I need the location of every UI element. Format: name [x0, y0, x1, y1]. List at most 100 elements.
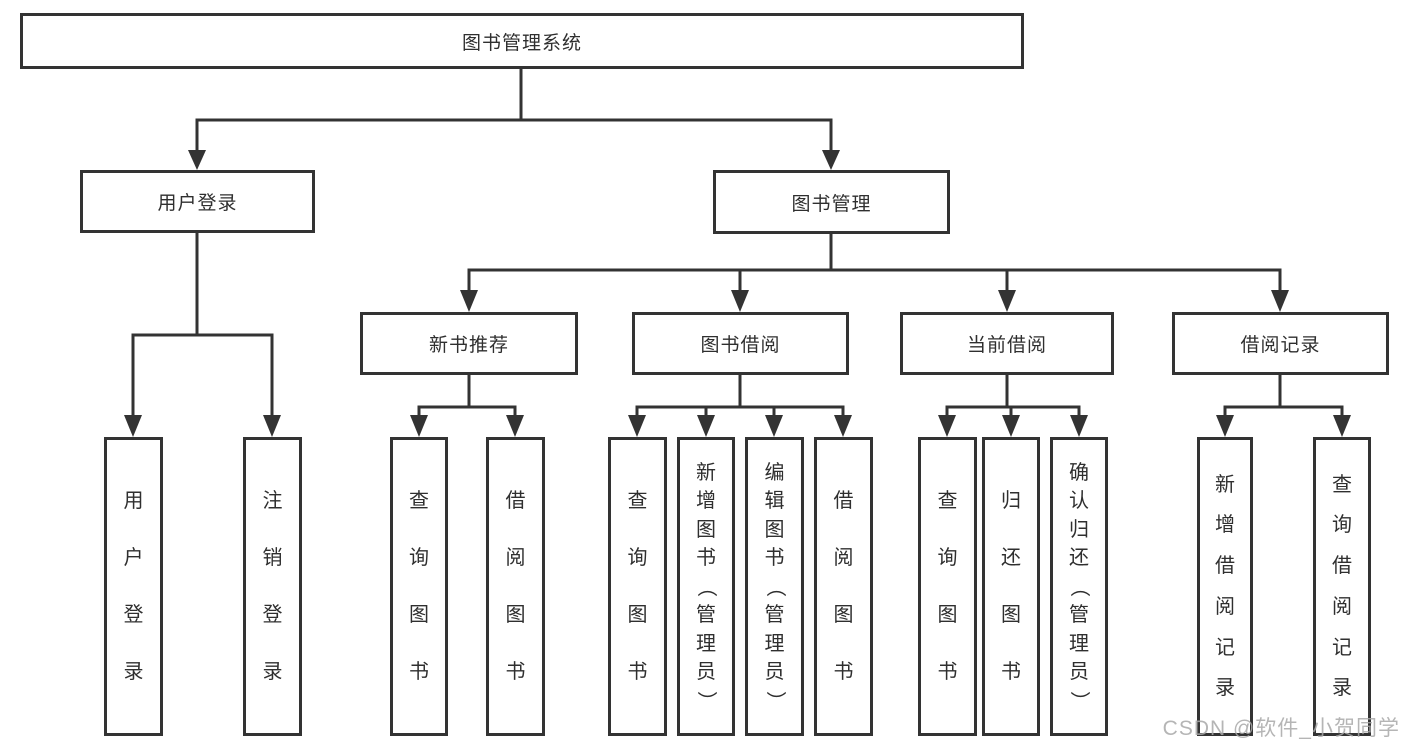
vertical-char: 查	[409, 490, 429, 512]
arrowhead	[410, 415, 428, 437]
vertical-char: 借	[1215, 555, 1235, 578]
vertical-char: 询	[409, 547, 429, 569]
vertical-char: 询	[937, 547, 958, 569]
branch-node-book-manage: 图书管理	[713, 170, 950, 234]
leaf-label: 查询借阅记录	[1316, 440, 1368, 733]
root-node-library-system: 图书管理系统	[20, 13, 1024, 69]
arrowhead	[938, 415, 956, 437]
vertical-char: 阅	[1215, 595, 1235, 618]
arrowhead	[460, 290, 478, 312]
vertical-char: 书	[505, 661, 526, 683]
vertical-char: 借	[1332, 555, 1352, 578]
arrowhead	[998, 290, 1016, 312]
leaf-label: 查询图书	[393, 440, 445, 733]
leaf-label: 查询图书	[921, 440, 974, 733]
arrowhead	[1002, 415, 1020, 437]
arrowhead	[1333, 415, 1351, 437]
vertical-char: 书	[833, 661, 854, 683]
vertical-char: 归	[1001, 490, 1021, 512]
vertical-char: 销	[262, 547, 283, 569]
vertical-char: 书	[409, 661, 429, 683]
arrowhead	[1216, 415, 1234, 437]
leaf-label: 借阅图书	[489, 440, 542, 733]
vertical-char: 管	[1069, 604, 1089, 626]
arrowhead	[506, 415, 524, 437]
arrowhead	[628, 415, 646, 437]
vertical-char: 员	[696, 661, 716, 683]
leaf-node-borrow-query-book: 查询图书	[608, 437, 667, 736]
vertical-char: 图	[833, 604, 854, 626]
connector-current-borrow	[938, 375, 1088, 437]
vertical-char: （	[1068, 576, 1090, 597]
vertical-char: 理	[1069, 632, 1089, 655]
section-node-current-borrow: 当前借阅	[900, 312, 1114, 375]
vertical-char: 查	[1332, 473, 1352, 496]
vertical-char: 归	[1069, 518, 1089, 541]
section-node-book-borrow: 图书借阅	[632, 312, 849, 375]
vertical-char: 图	[627, 604, 648, 626]
vertical-char: 还	[1001, 547, 1021, 569]
connector-user-login	[124, 233, 281, 437]
vertical-char: 录	[1215, 677, 1235, 700]
vertical-char: 书	[696, 547, 716, 569]
vertical-char: ）	[1068, 690, 1090, 711]
vertical-char: 询	[627, 547, 648, 569]
leaf-label: 新增图书（管理员）	[680, 440, 732, 733]
leaf-node-add-borrow-record: 新增借阅记录	[1197, 437, 1253, 736]
vertical-char: 理	[764, 632, 785, 655]
vertical-char: 图	[764, 518, 785, 541]
vertical-char: 登	[123, 604, 144, 626]
leaf-node-current-query-book: 查询图书	[918, 437, 977, 736]
vertical-char: 记	[1332, 636, 1352, 659]
leaf-node-borrow-borrow-book: 借阅图书	[814, 437, 873, 736]
vertical-char: 增	[1215, 514, 1235, 537]
vertical-char: （	[763, 576, 786, 597]
vertical-char: ）	[695, 690, 717, 711]
vertical-char: 记	[1215, 636, 1235, 659]
leaf-label: 借阅图书	[817, 440, 870, 733]
arrowhead	[765, 415, 783, 437]
vertical-char: 编	[764, 461, 785, 484]
vertical-char: 增	[696, 490, 716, 512]
vertical-char: 查	[627, 490, 648, 512]
vertical-char: 书	[764, 547, 785, 569]
connector-new-book	[410, 375, 524, 437]
vertical-char: 阅	[505, 547, 526, 569]
section-node-new-book: 新书推荐	[360, 312, 578, 375]
vertical-char: 书	[627, 661, 648, 683]
leaf-label: 查询图书	[611, 440, 664, 733]
vertical-char: 录	[262, 661, 283, 683]
vertical-char: 借	[505, 490, 526, 512]
vertical-char: 户	[123, 547, 144, 569]
vertical-char: 阅	[833, 547, 854, 569]
connector-book-borrow	[628, 375, 852, 437]
leaf-node-user-login: 用户登录	[104, 437, 163, 736]
leaf-node-query-borrow-record: 查询借阅记录	[1313, 437, 1371, 736]
vertical-char: 图	[937, 604, 958, 626]
vertical-char: 注	[262, 490, 283, 512]
vertical-char: 认	[1069, 490, 1089, 512]
connector-borrow-record	[1216, 375, 1351, 437]
leaf-node-add-book-admin: 新增图书（管理员）	[677, 437, 735, 736]
vertical-char: 确	[1069, 461, 1089, 484]
vertical-char: 阅	[1332, 595, 1352, 618]
vertical-char: ）	[763, 690, 786, 711]
arrowhead	[124, 415, 142, 437]
leaf-node-edit-book-admin: 编辑图书（管理员）	[745, 437, 804, 736]
vertical-char: 新	[1215, 473, 1235, 496]
arrowhead	[834, 415, 852, 437]
vertical-char: 图	[409, 604, 429, 626]
arrowhead	[1271, 290, 1289, 312]
arrowhead	[731, 290, 749, 312]
vertical-char: 用	[123, 490, 144, 512]
vertical-char: 图	[696, 518, 716, 541]
vertical-char: 管	[764, 604, 785, 626]
leaf-label: 确认归还（管理员）	[1053, 440, 1105, 733]
vertical-char: 理	[696, 632, 716, 655]
connector-root	[188, 69, 840, 170]
vertical-char: 登	[262, 604, 283, 626]
leaf-label: 归还图书	[985, 440, 1037, 733]
connector-book-manage	[460, 234, 1289, 312]
